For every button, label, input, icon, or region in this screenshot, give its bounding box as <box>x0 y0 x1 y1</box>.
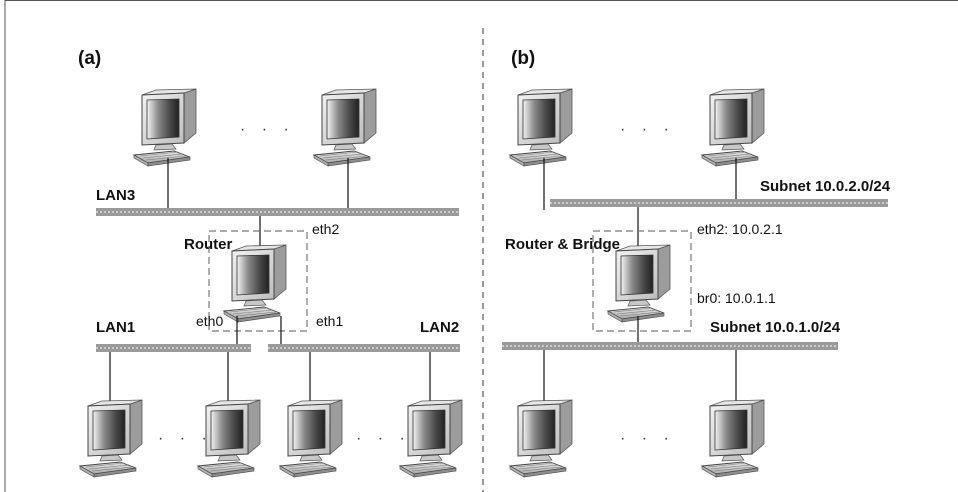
eth2-ip-label: eth2: 10.0.2.1 <box>697 221 783 237</box>
panel-b-label: (b) <box>511 48 535 69</box>
subnet-top-bus <box>550 199 888 207</box>
computer-icon <box>701 399 765 478</box>
br0-ip-label: br0: 10.0.1.1 <box>697 290 776 306</box>
lan1-label: LAN1 <box>96 319 135 336</box>
router-box <box>208 230 308 332</box>
lan2-label: LAN2 <box>420 319 459 336</box>
ellipsis-top: · · · <box>240 121 295 138</box>
computer-icon <box>701 88 765 167</box>
router-computer-icon <box>223 244 287 323</box>
router-bridge-label: Router & Bridge <box>505 236 620 253</box>
router-computer-icon <box>607 244 671 323</box>
computer-icon <box>313 88 377 167</box>
panel-a-label: (a) <box>78 48 101 69</box>
lan3-label: LAN3 <box>96 187 135 204</box>
outer-frame <box>4 0 958 492</box>
computer-icon <box>509 88 573 167</box>
router-label: Router <box>184 236 232 253</box>
computer-icon <box>133 88 197 167</box>
eth0-label: eth0 <box>196 313 223 329</box>
ellipsis-bottom-right: · · · <box>356 430 411 447</box>
subnet-bottom-label: Subnet 10.0.1.0/24 <box>710 319 841 336</box>
ellipsis-bottom-left: · · · <box>158 430 213 447</box>
eth2-label: eth2 <box>312 221 339 237</box>
lan2-bus <box>268 344 460 352</box>
eth1-label: eth1 <box>316 313 343 329</box>
subnet-top-label: Subnet 10.0.2.0/24 <box>760 178 891 195</box>
lan1-bus <box>96 344 251 352</box>
panel-a: (a) · · · LAN3 eth2 Router eth0 eth1 <box>78 48 463 478</box>
computer-icon <box>79 399 143 478</box>
computer-icon <box>279 399 343 478</box>
computer-icon <box>509 399 573 478</box>
lan3-bus <box>96 208 459 216</box>
subnet-bottom-bus <box>502 342 838 350</box>
ellipsis-bottom-b: · · · <box>620 430 675 447</box>
router-bridge-box <box>592 230 692 332</box>
ellipsis-top-b: · · · <box>620 121 675 138</box>
panel-b: (b) · · · Subnet 10.0.2.0/24 eth2: 10.0.… <box>502 48 891 478</box>
